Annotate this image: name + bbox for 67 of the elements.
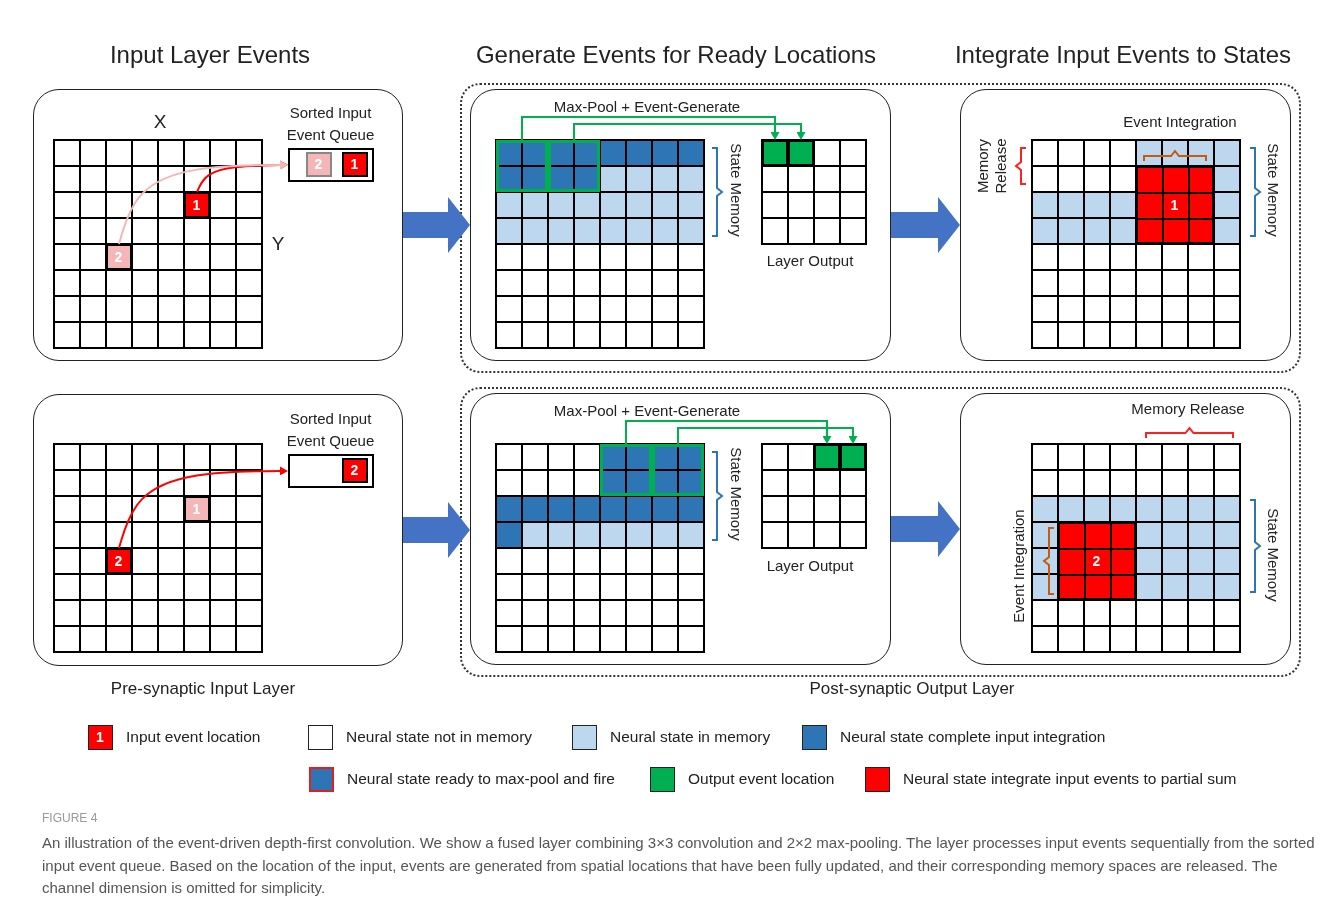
cell-number: 2: [1092, 553, 1101, 568]
cell-number: 2: [114, 249, 123, 264]
cell-number: 2: [314, 157, 323, 171]
pooling-window: [599, 443, 652, 496]
vertical-label: State Memory: [1264, 143, 1282, 237]
vertical-label: Memory Release: [974, 137, 1010, 196]
arrow: [677, 427, 858, 445]
text-label: Max-Pool + Event-Generate: [553, 402, 741, 420]
text-label: Post-synaptic Output Layer: [809, 678, 1015, 700]
figure-number: FIGURE 4: [42, 811, 98, 826]
pooling-window: [651, 443, 704, 496]
cell-number: 1: [192, 197, 201, 212]
text-label: Layer Output: [766, 557, 854, 575]
panel-frame: [33, 89, 403, 361]
cell-number: 2: [114, 553, 123, 568]
text-label: Layer Output: [766, 252, 854, 270]
column-heading: Generate Events for Ready Locations: [475, 40, 877, 70]
text-label: Y: [271, 232, 285, 256]
legend-text: Neural state ready to max-pool and fire: [347, 770, 615, 789]
integration-block: [1057, 521, 1136, 600]
cell-number: 1: [350, 157, 359, 171]
legend-text: Neural state complete input integration: [840, 728, 1106, 747]
legend-text: Output event location: [688, 770, 835, 789]
text-label: Memory Release: [1131, 400, 1245, 418]
panel-frame: [470, 393, 891, 665]
legend-text: Neural state in memory: [610, 728, 771, 747]
text-label: Max-Pool + Event-Generate: [553, 98, 741, 116]
legend-text: Neural state not in memory: [346, 728, 533, 747]
swatch-number: 1: [96, 728, 104, 746]
group-frame: [460, 387, 1301, 677]
caption: An illustration of the event-driven depth-first convolution. We show a fused layer combining 3×3 convolution and 2×2 max-pooling. The layer processes input events sequentially from the sorted input event queue. Based on the location of the input, events are generated from spatial locations that have been fully updated, and their corresponding memory spaces are released. The channel dimension is omitted for simplicity.: [42, 833, 1316, 898]
text-label: Event Integration: [1123, 113, 1237, 131]
legend-text: Input event location: [126, 728, 261, 747]
text-label: Pre-synaptic Input Layer: [110, 678, 296, 700]
queue-item: [341, 457, 368, 483]
column-heading: Integrate Input Events to States: [954, 40, 1292, 70]
text-label: X: [153, 110, 167, 134]
cell-number: 1: [1170, 197, 1179, 212]
block-arrow: [403, 502, 470, 558]
cell-number: 1: [192, 501, 201, 516]
vertical-label: State Memory: [727, 447, 745, 541]
block-arrow: [403, 197, 470, 253]
column-heading: Input Layer Events: [109, 40, 311, 70]
panel-frame: [33, 394, 403, 666]
arrow: [118, 466, 288, 549]
legend-text: Neural state integrate input events to partial sum: [903, 770, 1237, 789]
group-frame: [460, 83, 1301, 373]
block-arrow: [891, 501, 960, 557]
block-arrow: [891, 197, 960, 253]
pooling-window: [495, 139, 548, 192]
integration-block: [1135, 165, 1214, 244]
arrow: [118, 160, 288, 245]
panel-frame: [960, 393, 1291, 665]
arrow: [521, 116, 780, 141]
vertical-label: State Memory: [1264, 508, 1282, 602]
arrow: [573, 123, 806, 141]
pooling-window: [547, 139, 600, 192]
queue-heading: Sorted Input Event Queue: [285, 103, 376, 145]
panel-frame: [470, 89, 891, 361]
faded-queue-item: [305, 151, 332, 177]
panel-frame: [960, 89, 1291, 361]
queue-item: [341, 151, 368, 177]
arrow: [625, 420, 832, 445]
queue-heading: Sorted Input Event Queue: [285, 409, 376, 451]
vertical-label: Event Integration: [1010, 509, 1028, 623]
cell-number: 2: [350, 463, 359, 477]
vertical-label: State Memory: [727, 143, 745, 237]
